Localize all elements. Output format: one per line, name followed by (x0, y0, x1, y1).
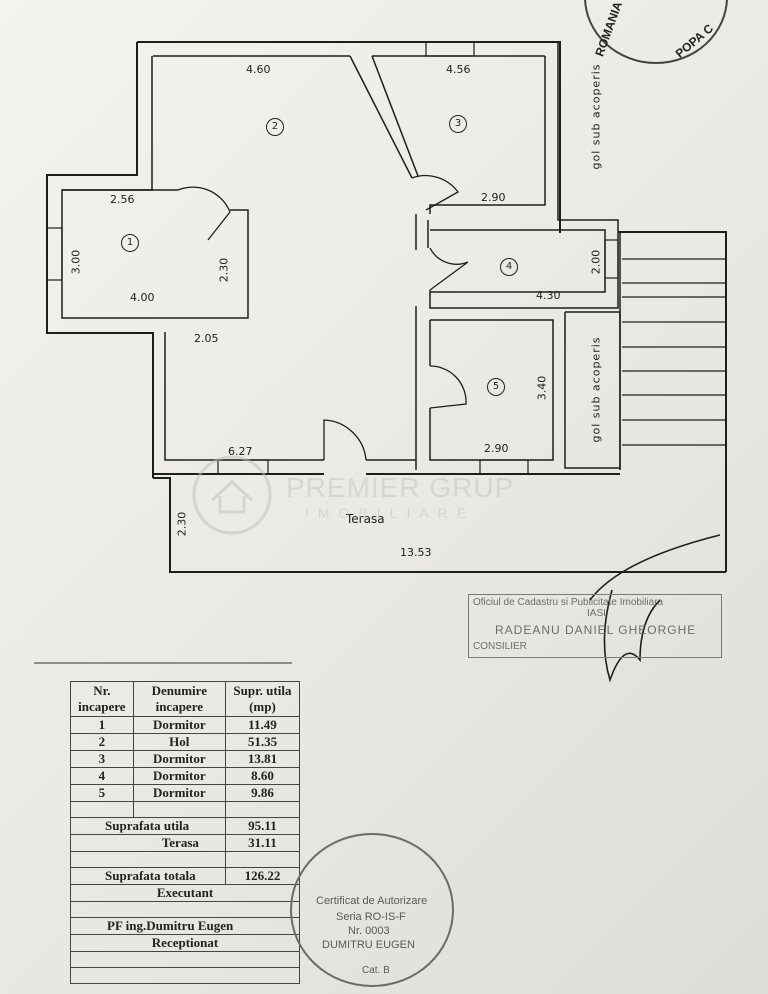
watermark-name: PREMIER GRUP (286, 472, 515, 503)
auth-stamp-line1: Certificat de Autorizare (316, 895, 428, 907)
cadastre-stamp-name: RADEANU DANIEL GHEORGHE (495, 623, 697, 637)
cadastre-stamp-line1: Oficiul de Cadastru si Publicitate Imobi… (473, 597, 664, 608)
dim-terrace-bottom: 13.53 (400, 546, 432, 559)
table-row-receptionat: Receptionat (70, 934, 300, 952)
table-row-empty (70, 901, 300, 918)
table-row-executant-name: PF ing.Dumitru Eugen (70, 917, 300, 935)
table-row-empty (70, 967, 300, 984)
dim-hall-bottom: 6.27 (228, 445, 253, 458)
dim-room4-bottom: 4.30 (536, 289, 561, 302)
outer-wall-left (46, 42, 154, 478)
table-row-executant: Executant (70, 884, 300, 902)
dim-hall-left: 2.05 (194, 332, 219, 345)
dim-room4-right: 2.00 (589, 249, 603, 275)
header-suprafata: Supr. utila(mp) (224, 681, 301, 717)
room-number-1: 1 (121, 234, 139, 252)
dim-room5-right: 3.40 (535, 375, 549, 401)
auth-stamp-line4: DUMITRU EUGEN (322, 939, 415, 951)
dim-room3-bottom: 2.90 (481, 191, 506, 204)
watermark-logo-icon (192, 455, 272, 535)
room-number-4: 4 (500, 258, 518, 276)
cadastre-stamp: Oficiul de Cadastru si Publicitate Imobi… (468, 594, 722, 658)
terrace-label: Terasa (346, 512, 385, 526)
header-nr: Nr.incapere (70, 681, 134, 717)
table-row-empty (70, 851, 301, 868)
dim-room3-top: 4.56 (446, 63, 471, 76)
cadastre-stamp-role: CONSILIER (473, 641, 527, 652)
dim-room1-top: 2.56 (110, 193, 135, 206)
room-number-2: 2 (266, 118, 284, 136)
gol-label-bottom: gol sub acoperis (589, 336, 603, 443)
dim-room1-right: 2.30 (217, 257, 231, 283)
table-row-suprafata-totala: Suprafata totala 126.22 (70, 867, 301, 885)
authorization-stamp: Certificat de Autorizare Seria RO-IS-F N… (290, 833, 454, 987)
dim-room5-bottom: 2.90 (484, 442, 509, 455)
auth-stamp-line5: Cat. B (362, 965, 390, 976)
watermark-sub: IMOBILIARE (305, 505, 476, 521)
outer-wall-top (137, 41, 561, 233)
dim-terrace-left: 2.30 (175, 511, 189, 537)
gol-label-top: gol sub acoperis (589, 63, 603, 170)
table-row-empty (70, 951, 300, 968)
auth-stamp-line2: Seria RO-IS-F (336, 911, 406, 923)
room-number-5: 5 (487, 378, 505, 396)
table-row-suprafata-utila: Suprafata utila 95.11 (70, 817, 301, 835)
room-number-3: 3 (449, 115, 467, 133)
auth-stamp-line3: Nr. 0003 (348, 925, 390, 937)
dim-room2-top: 4.60 (246, 63, 271, 76)
dim-room1-bottom: 4.00 (130, 291, 155, 304)
table-row-empty (70, 801, 301, 818)
table-row-terasa: Terasa 31.11 (70, 834, 301, 852)
cadastre-stamp-line2: IASI (587, 608, 606, 619)
dim-room1-left: 3.00 (69, 249, 83, 275)
